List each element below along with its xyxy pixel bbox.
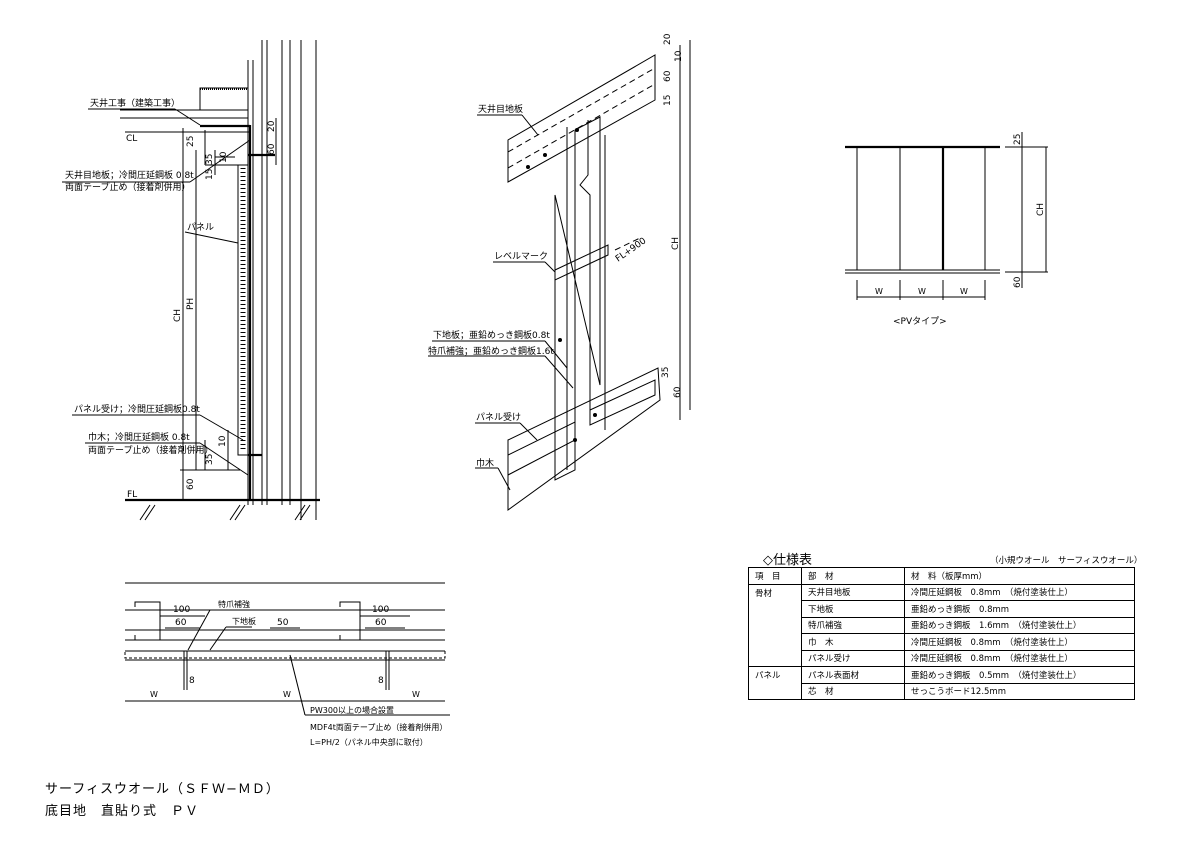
header-part: 部 材 bbox=[801, 567, 905, 585]
cell-part: 特爪補強 bbox=[801, 616, 905, 634]
iso-dim-20: 20 bbox=[663, 33, 673, 45]
dim-10b: 10 bbox=[218, 435, 228, 447]
pv-type-elevation: 25 CH 60 W W W <PVタイプ> bbox=[845, 132, 1048, 327]
header-category: 項 目 bbox=[748, 567, 802, 585]
isometric-view: FL+900 20 10 60 15 CH 35 60 天井目地板 レベルマーク… bbox=[428, 33, 691, 511]
pv-dim-w: W bbox=[960, 287, 968, 296]
plan-label-base-plate: 下地板 bbox=[232, 616, 256, 626]
label-fl: FL bbox=[127, 490, 137, 500]
cell-part: パネル表面材 bbox=[801, 666, 905, 684]
plan-dim-60: 60 bbox=[175, 618, 187, 628]
pv-dim-25: 25 bbox=[1013, 134, 1023, 145]
dim-15: 15 bbox=[205, 169, 215, 180]
spec-table-subtitle: （小規ウオール サーフィスウオール） bbox=[990, 556, 1143, 566]
plan-dim-w: W bbox=[283, 690, 291, 699]
dim-60b: 60 bbox=[186, 478, 196, 490]
label-skirting: 巾木；冷間圧延鋼板 0.8t bbox=[88, 431, 190, 443]
cell-part: パネル受け bbox=[801, 649, 905, 667]
plan-dim-8: 8 bbox=[189, 676, 195, 686]
label-cl: CL bbox=[126, 134, 137, 144]
label-panel-receiver: パネル受け；冷間圧延鋼板0.8t bbox=[74, 403, 200, 415]
iso-dim-15: 15 bbox=[663, 95, 673, 106]
iso-label-hook: 特爪補強；亜鉛めっき鋼板1.6t bbox=[428, 345, 554, 357]
cell-material: 冷間圧延鋼板 0.8mm （焼付塗装仕上） bbox=[904, 649, 1135, 667]
iso-label-skirting: 巾木 bbox=[476, 457, 494, 469]
cell-category bbox=[748, 683, 802, 700]
cell-category bbox=[748, 617, 802, 634]
iso-label-base-plate: 下地板；亜鉛めっき鋼板0.8t bbox=[433, 329, 550, 341]
spec-table-title: ◇仕様表 bbox=[763, 553, 812, 568]
plan-note-3: L=PH/2（パネル中央部に取付） bbox=[310, 737, 428, 747]
label-ceiling-tape: 両面テープ止め（接着剤併用） bbox=[65, 181, 190, 193]
iso-label-panel-receiver: パネル受け bbox=[476, 411, 521, 423]
table-row: パネル受け冷間圧延鋼板 0.8mm （焼付塗装仕上） bbox=[748, 649, 1135, 667]
cell-material: 冷間圧延鋼板 0.8mm （焼付塗装仕上） bbox=[904, 583, 1135, 601]
pv-dim-w: W bbox=[918, 287, 926, 296]
label-ceiling-work: 天井工事（建築工事） bbox=[90, 97, 180, 109]
plan-dim-60: 60 bbox=[375, 618, 387, 628]
dim-ph: PH bbox=[186, 298, 196, 310]
plan-note-1: PW300以上の場合設置 bbox=[310, 705, 394, 715]
pv-dim-60: 60 bbox=[1013, 276, 1023, 288]
table-row: 特爪補強亜鉛めっき鋼板 1.6mm （焼付塗装仕上） bbox=[748, 616, 1135, 634]
drawing-subtitle: 底目地 直貼り式 ＰＶ bbox=[45, 804, 200, 819]
plan-dim-w: W bbox=[150, 690, 158, 699]
dim-35b: 35 bbox=[205, 454, 215, 465]
label-panel: パネル bbox=[187, 222, 214, 233]
cell-category: パネル bbox=[748, 666, 802, 683]
label-skirting-tape: 両面テープ止め（接着剤併用） bbox=[88, 444, 213, 456]
cell-material: せっこうボード12.5mm bbox=[904, 682, 1135, 700]
dim-ch: CH bbox=[173, 309, 183, 322]
table-row: 芯 材せっこうボード12.5mm bbox=[748, 682, 1135, 700]
iso-dim-35: 35 bbox=[661, 367, 671, 378]
pv-caption: <PVタイプ> bbox=[893, 316, 947, 327]
cell-material: 亜鉛めっき鋼板 0.8mm bbox=[904, 600, 1135, 618]
table-row: 骨材天井目地板冷間圧延鋼板 0.8mm （焼付塗装仕上） bbox=[748, 583, 1135, 601]
cell-part: 天井目地板 bbox=[801, 583, 905, 601]
plan-dim-8: 8 bbox=[378, 676, 384, 686]
iso-dim-10: 10 bbox=[674, 50, 684, 62]
plan-dim-50: 50 bbox=[277, 618, 289, 628]
table-row: 下地板亜鉛めっき鋼板 0.8mm bbox=[748, 600, 1135, 618]
dim-60: 60 bbox=[267, 143, 277, 155]
cell-material: 亜鉛めっき鋼板 1.6mm （焼付塗装仕上） bbox=[904, 616, 1135, 634]
iso-dim-60: 60 bbox=[663, 70, 673, 82]
cell-part: 巾 木 bbox=[801, 633, 905, 651]
iso-dim-ch: CH bbox=[671, 237, 681, 250]
dim-10: 10 bbox=[219, 151, 229, 163]
iso-dim-60b: 60 bbox=[673, 386, 683, 398]
cell-material: 亜鉛めっき鋼板 0.5mm （焼付塗装仕上） bbox=[904, 666, 1135, 684]
plan-dim-100: 100 bbox=[173, 605, 190, 615]
dim-20: 20 bbox=[267, 120, 277, 132]
cell-category bbox=[748, 600, 802, 617]
header-material: 材 料（板厚mm） bbox=[904, 567, 1135, 585]
plan-label-hook: 特爪補強 bbox=[218, 599, 250, 609]
cell-part: 芯 材 bbox=[801, 682, 905, 700]
cell-category: 骨材 bbox=[748, 584, 802, 601]
table-row: パネルパネル表面材亜鉛めっき鋼板 0.5mm （焼付塗装仕上） bbox=[748, 666, 1135, 684]
spec-table: 項 目 部 材 材 料（板厚mm） 骨材天井目地板冷間圧延鋼板 0.8mm （焼… bbox=[748, 567, 1135, 700]
cell-part: 下地板 bbox=[801, 600, 905, 618]
table-header-row: 項 目 部 材 材 料（板厚mm） bbox=[748, 567, 1135, 585]
drawing-title: サーフィスウオール（ＳＦＷ−ＭＤ） bbox=[45, 782, 280, 797]
plan-note-2: MDF4t両面テープ止め（接着剤併用） bbox=[310, 722, 447, 732]
cell-category bbox=[748, 633, 802, 650]
section-view: 25 35 15 10 20 60 CH PH 10 35 60 天井工事（建築… bbox=[62, 40, 320, 521]
iso-label-ceiling-board: 天井目地板 bbox=[478, 103, 523, 115]
cell-material: 冷間圧延鋼板 0.8mm （焼付塗装仕上） bbox=[904, 633, 1135, 651]
plan-dim-w: W bbox=[412, 690, 420, 699]
table-row: 巾 木冷間圧延鋼板 0.8mm （焼付塗装仕上） bbox=[748, 633, 1135, 651]
label-ceiling-board: 天井目地板；冷間圧延鋼板 0.8t bbox=[65, 169, 194, 181]
dim-25: 25 bbox=[186, 136, 196, 147]
cell-category bbox=[748, 650, 802, 667]
pv-dim-ch: CH bbox=[1036, 203, 1046, 216]
iso-label-level-mark: レベルマーク bbox=[494, 251, 548, 262]
dim-35: 35 bbox=[205, 154, 215, 165]
label-fl900: FL+900 bbox=[614, 236, 649, 264]
plan-view: 100 60 50 100 60 8 8 W W W 特爪補強 下地板 PW30… bbox=[124, 582, 450, 747]
plan-dim-100: 100 bbox=[372, 605, 389, 615]
pv-dim-w: W bbox=[875, 287, 883, 296]
